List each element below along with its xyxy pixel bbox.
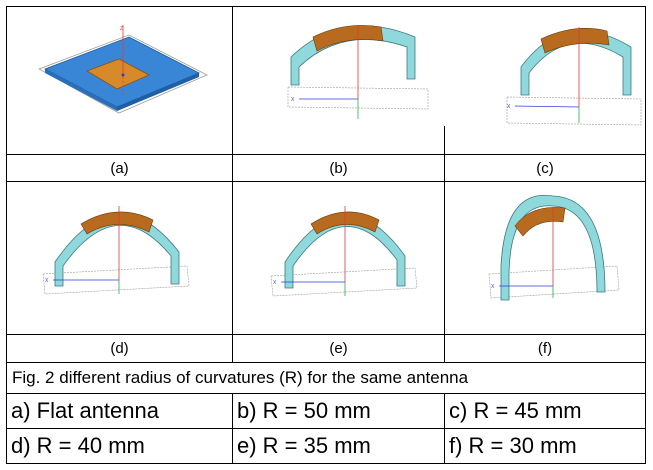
hline-2 bbox=[6, 181, 646, 182]
vline-1c bbox=[232, 393, 233, 464]
vline-2c bbox=[444, 393, 445, 464]
svg-text:X: X bbox=[491, 284, 495, 290]
border-right bbox=[645, 6, 646, 464]
panel-b-image: X bbox=[233, 7, 444, 154]
hline-3 bbox=[6, 334, 646, 335]
panel-a-image: Z bbox=[7, 7, 232, 154]
curved-antenna-r50-drawing: X bbox=[287, 25, 429, 119]
curved-antenna-r35-drawing: X bbox=[270, 206, 418, 297]
condition-c: c) R = 45 mm bbox=[449, 398, 582, 423]
panel-c-image: X bbox=[445, 7, 645, 154]
vline-1b bbox=[232, 182, 233, 362]
svg-text:Z: Z bbox=[120, 26, 123, 32]
hline-1 bbox=[6, 154, 646, 155]
svg-text:X: X bbox=[273, 280, 277, 286]
svg-text:X: X bbox=[507, 104, 511, 110]
condition-a: a) Flat antenna bbox=[11, 398, 159, 423]
panel-label-e: (e) bbox=[329, 340, 348, 357]
panel-label-b: (b) bbox=[329, 159, 348, 177]
condition-d: d) R = 40 mm bbox=[11, 433, 145, 458]
curved-antenna-r45-drawing: X bbox=[506, 27, 642, 126]
hline-4 bbox=[6, 362, 646, 363]
border-top bbox=[6, 6, 646, 7]
hline-5 bbox=[6, 393, 646, 394]
vline-2a bbox=[444, 126, 445, 181]
panel-label-d: (d) bbox=[110, 340, 129, 357]
vline-2b bbox=[444, 182, 445, 362]
curved-antenna-r30-drawing: X bbox=[488, 194, 620, 301]
condition-f: f) R = 30 mm bbox=[449, 433, 577, 458]
flat-antenna-drawing: Z bbox=[38, 25, 208, 114]
figure-caption: Fig. 2 different radius of curvatures (R… bbox=[12, 368, 469, 387]
panel-label-c: (c) bbox=[536, 159, 554, 177]
panel-label-f: (f) bbox=[537, 340, 553, 357]
border-left bbox=[6, 6, 7, 464]
condition-e: e) R = 35 mm bbox=[237, 433, 371, 458]
panel-label-a: (a) bbox=[110, 159, 129, 177]
condition-b: b) R = 50 mm bbox=[237, 398, 371, 423]
curved-antenna-r40-drawing: X bbox=[42, 206, 190, 295]
svg-text:X: X bbox=[45, 278, 49, 284]
hline-6 bbox=[6, 428, 646, 429]
panel-f-image: X bbox=[445, 182, 645, 334]
svg-text:X: X bbox=[291, 97, 295, 103]
border-bottom bbox=[6, 463, 646, 464]
panel-e-image: X bbox=[233, 182, 444, 334]
vline-1a bbox=[232, 6, 233, 181]
figure-table: Z X X bbox=[6, 6, 646, 464]
panel-d-image: X bbox=[7, 182, 232, 334]
